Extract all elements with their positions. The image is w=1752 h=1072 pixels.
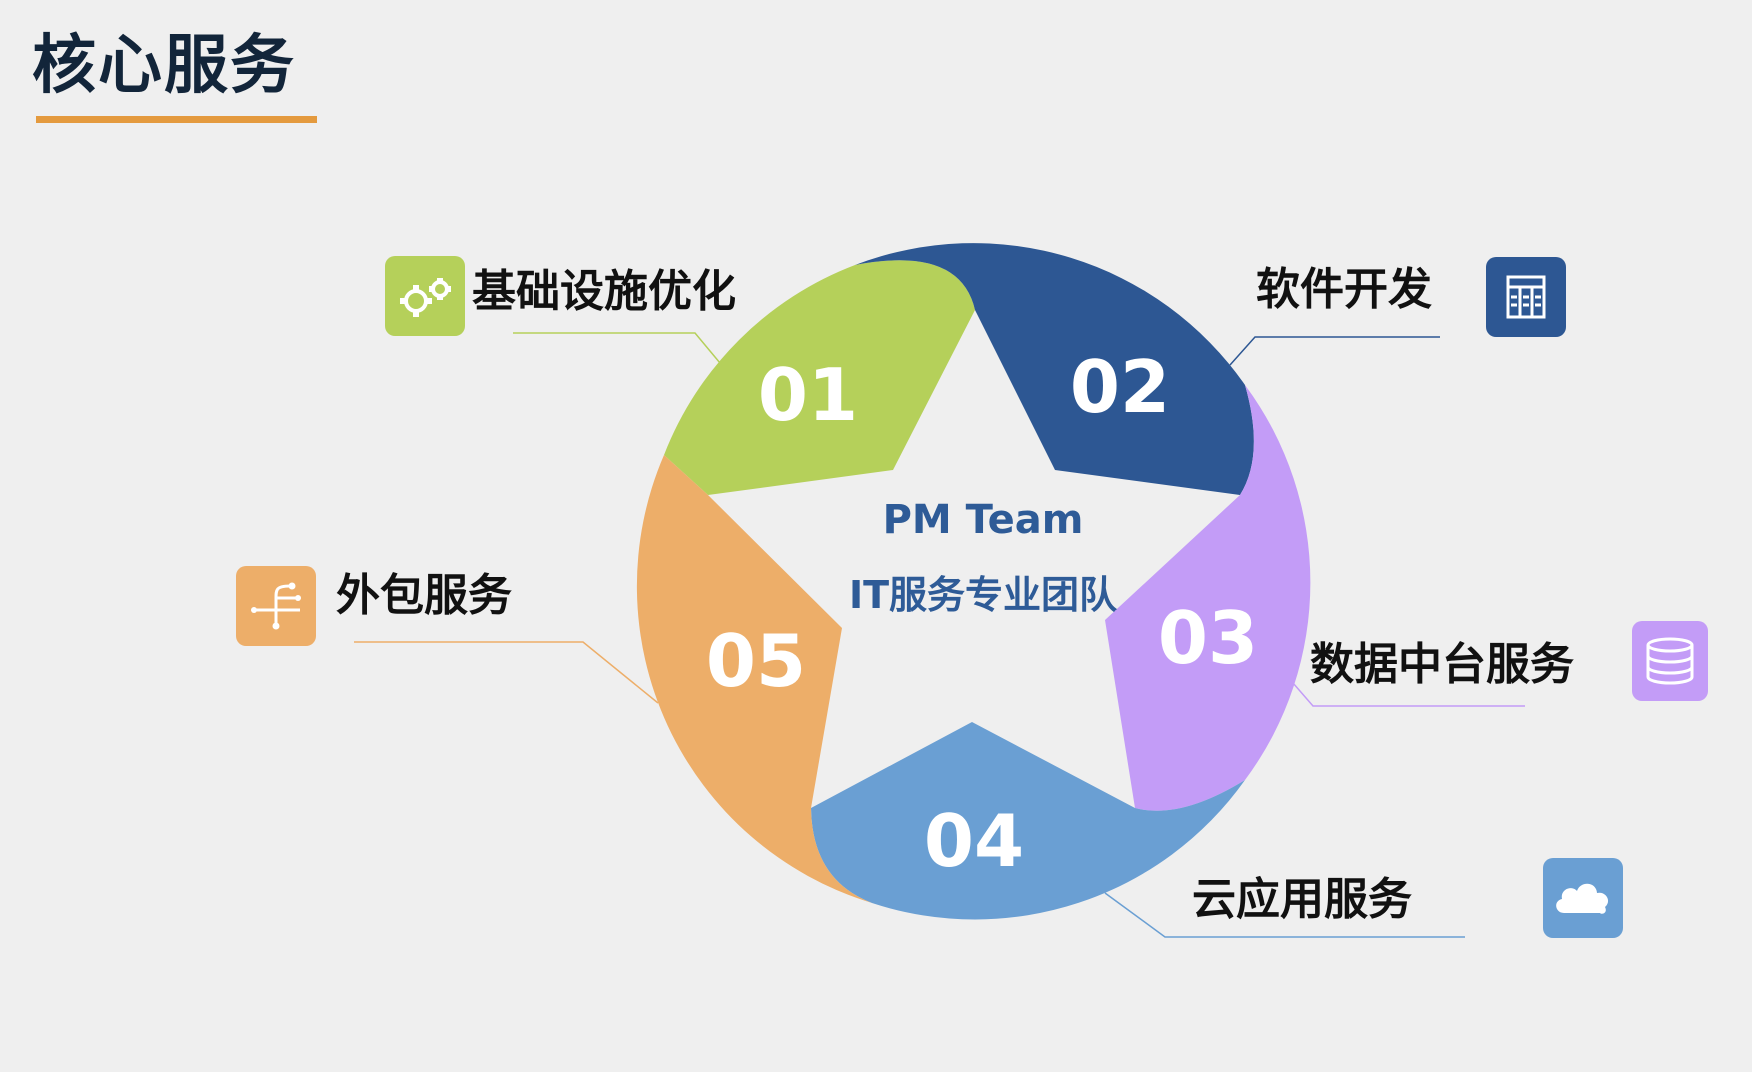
service-label-05: 外包服务 xyxy=(336,570,512,621)
segment-number-01: 01 xyxy=(758,353,858,437)
segment-number-03: 03 xyxy=(1158,596,1258,680)
segment-number-04: 04 xyxy=(924,799,1024,883)
segment-02[interactable] xyxy=(855,243,1254,495)
title-underline xyxy=(36,116,317,123)
service-label-03: 数据中台服务 xyxy=(1310,639,1574,690)
segment-01[interactable] xyxy=(664,260,975,495)
segment-03[interactable] xyxy=(1105,385,1311,811)
segment-05[interactable] xyxy=(636,455,872,903)
book-icon xyxy=(1486,257,1566,337)
center-title: PM Team xyxy=(882,497,1084,543)
leader-line-03 xyxy=(1292,682,1525,707)
service-label-01: 基础设施优化 xyxy=(472,266,736,317)
branch-icon xyxy=(236,566,316,646)
cloud-icon xyxy=(1543,858,1623,938)
leader-line-04 xyxy=(1104,892,1465,938)
leader-line-01 xyxy=(513,332,721,364)
service-label-04: 云应用服务 xyxy=(1192,874,1412,925)
gears-icon xyxy=(385,256,465,336)
leader-line-05 xyxy=(354,641,659,704)
leader-line-02 xyxy=(1229,336,1440,366)
segment-number-02: 02 xyxy=(1070,345,1170,429)
page-title: 核心服务 xyxy=(32,29,296,103)
database-icon xyxy=(1632,621,1708,701)
center-subtitle: IT服务专业团队 xyxy=(848,573,1118,617)
segment-04[interactable] xyxy=(811,722,1245,920)
service-label-02: 软件开发 xyxy=(1256,264,1432,315)
segment-number-05: 05 xyxy=(706,619,806,703)
